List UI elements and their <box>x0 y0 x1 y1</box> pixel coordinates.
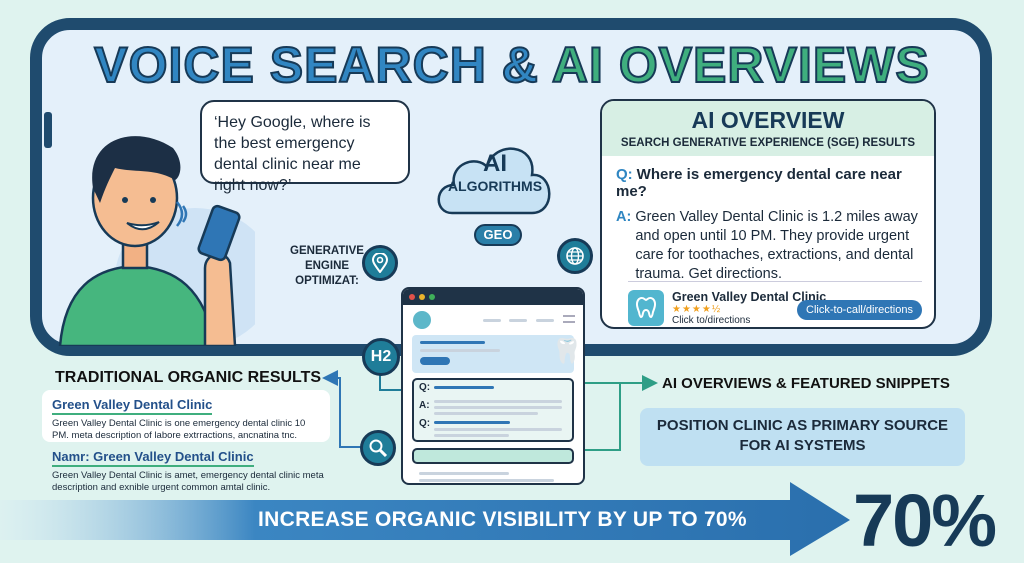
banner-text: INCREASE ORGANIC VISIBILITY BY UP TO 70% <box>258 508 747 531</box>
globe-icon <box>557 238 593 274</box>
snippets-label: AI OVERVIEWS & FEATURED SNIPPETS <box>662 375 950 392</box>
snippet-bar <box>412 448 574 464</box>
ai-overview-title: AI OVERVIEW <box>691 107 845 133</box>
ai-answer: A:Green Valley Dental Clinic is 1.2 mile… <box>616 209 918 282</box>
voice-query-bubble: ‘Hey Google, where is the best emergency… <box>200 100 410 194</box>
clinic-listing: Green Valley Dental Clinic ★★★★½ Click t… <box>628 281 922 326</box>
result-title-link[interactable]: Green Valley Dental Clinic <box>52 397 213 415</box>
rating-stars: ★★★★½ <box>672 304 722 315</box>
sound-waves-icon <box>176 201 188 227</box>
organic-result: Namr: Green Valley Dental Clinic Green V… <box>52 448 332 494</box>
person-with-phone-illustration <box>58 136 255 346</box>
result-description: Green Valley Dental Clinic is amet, emer… <box>52 470 324 493</box>
banner-arrow <box>0 482 850 556</box>
generative-engine-label: GENERATIVE ENGINE OPTIMIZAT: <box>290 245 364 287</box>
result-description: Green Valley Dental Clinic is one emerge… <box>52 418 306 441</box>
magnifier-icon <box>360 430 396 466</box>
ai-overview-header: AI OVERVIEW SEARCH GENERATIVE EXPERIENCE… <box>602 101 934 156</box>
browser-titlebar <box>403 289 583 305</box>
close-dot <box>409 294 415 300</box>
hero-banner: 🦷 <box>412 335 582 373</box>
tooth-icon <box>628 290 664 326</box>
page-title: VOICE SEARCH & AI OVERVIEWS <box>93 36 930 94</box>
ai-overview-subtitle: SEARCH GENERATIVE EXPERIENCE (SGE) RESUL… <box>620 137 916 149</box>
big-stat: 70% <box>853 479 997 562</box>
ai-algorithms-label: AI ALGORITHMS <box>447 150 543 194</box>
geo-badge: GEO <box>474 224 522 246</box>
tooth-icon: 🦷 <box>552 338 582 365</box>
h2-badge: H2 <box>362 338 400 376</box>
ai-overview-card: AI OVERVIEW SEARCH GENERATIVE EXPERIENCE… <box>600 99 936 329</box>
menu-icon[interactable] <box>563 315 575 323</box>
traditional-results-heading: TRADITIONAL ORGANIC RESULTS <box>55 369 322 386</box>
faq-section: Q: A: Q: <box>412 378 574 442</box>
position-clinic-box: POSITION CLINIC AS PRIMARY SOURCE FOR AI… <box>640 408 965 466</box>
minimize-dot <box>419 294 425 300</box>
browser-mockup: 🦷 Q: A: Q: <box>401 287 585 485</box>
site-logo-icon <box>413 311 431 329</box>
phone-side-button <box>44 112 52 148</box>
location-pin-icon <box>362 245 398 281</box>
listing-subtext: Click to/directions <box>672 315 751 326</box>
maximize-dot <box>429 294 435 300</box>
organic-result: Green Valley Dental Clinic Green Valley … <box>42 390 330 442</box>
ai-question: Q:Where is emergency dental care near me… <box>616 166 902 200</box>
result-title-link[interactable]: Namr: Green Valley Dental Clinic <box>52 449 254 467</box>
listing-name[interactable]: Green Valley Dental Clinic <box>672 290 827 304</box>
cloud-icon <box>437 147 551 215</box>
click-to-call-button[interactable]: Click-to-call/directions <box>797 300 922 320</box>
